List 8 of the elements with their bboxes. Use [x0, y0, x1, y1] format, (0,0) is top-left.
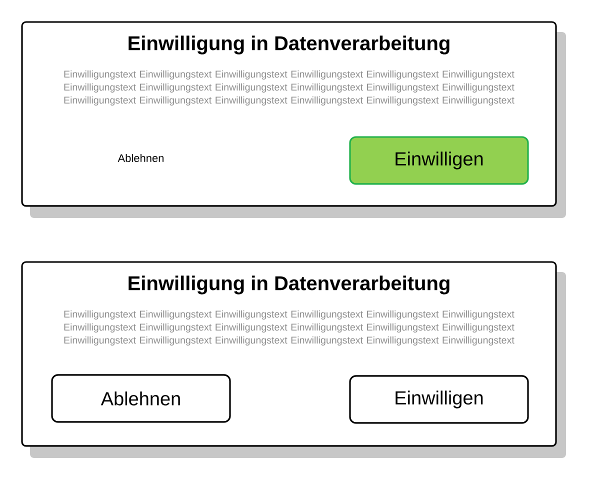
consent-text: Einwilligungstext Einwilligungstext Einwilligungstext Einwilligungstext Einwilligungstext Einwilligungstext Einwilligungstext Einwilligungstext Einwilligungstext Einwilligungstext Einwilligungstext Einwilligungstext Einwilligungstext Einwilligungstext Einwilligungstext Einwilligungstext Einwilligungstext Einwilligungstext: [64, 310, 514, 346]
decline-link: Ablehnen: [118, 154, 164, 162]
decline-button: Ablehnen: [51, 374, 231, 423]
dialog-title: Einwilligung in Datenverarbeitung: [128, 36, 450, 54]
dialog-title: Einwilligung in Datenverarbeitung: [128, 276, 450, 294]
accept-button: Einwilligen: [349, 136, 529, 185]
accept-button: Einwilligen: [349, 375, 529, 424]
consent-text: Einwilligungstext Einwilligungstext Einwilligungstext Einwilligungstext Einwilligungstext Einwilligungstext Einwilligungstext Einwilligungstext Einwilligungstext Einwilligungstext Einwilligungstext Einwilligungstext Einwilligungstext Einwilligungstext Einwilligungstext Einwilligungstext Einwilligungstext Einwilligungstext: [64, 70, 514, 106]
